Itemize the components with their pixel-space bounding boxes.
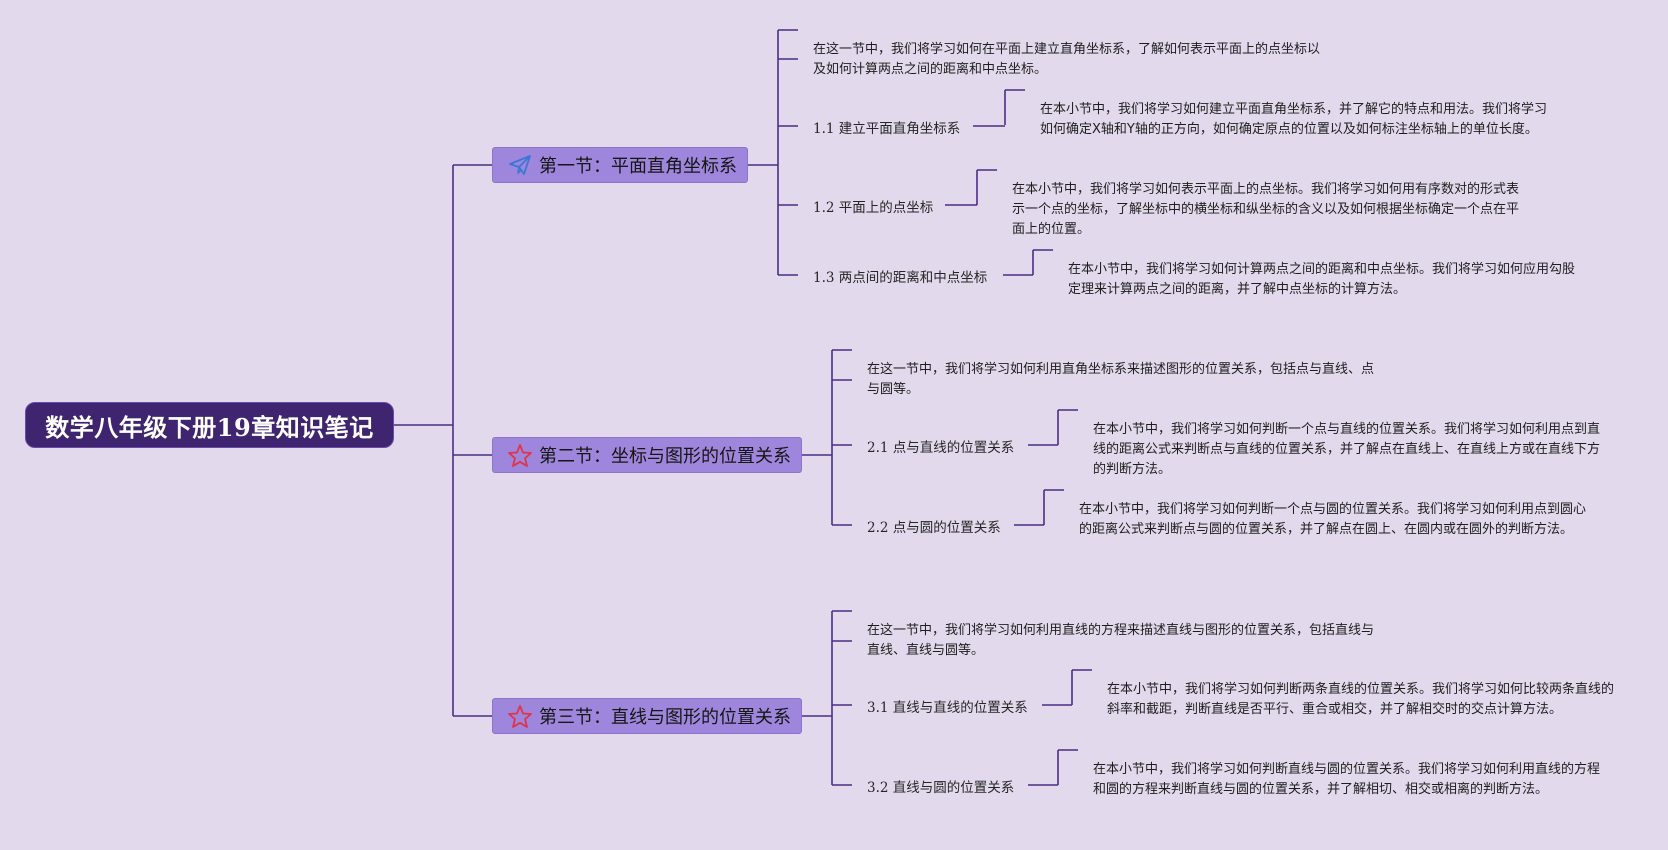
topic-label-1-3[interactable]: 1.3 两点间的距离和中点坐标: [813, 270, 988, 286]
connector-section2-branches: [802, 349, 852, 526]
section-node-3[interactable]: 第三节：直线与图形的位置关系: [492, 698, 802, 734]
topic-label-2-2[interactable]: 2.2 点与圆的位置关系: [867, 520, 1001, 536]
connector-topic-1-2: [945, 169, 997, 206]
connector-topic-1-3: [1003, 249, 1053, 276]
star-icon: [507, 704, 533, 728]
root-node[interactable]: 数学八年级下册19章知识笔记: [25, 402, 394, 448]
section-node-1[interactable]: 第一节：平面直角坐标系: [492, 147, 748, 183]
connector-section1-branches: [748, 29, 798, 276]
topic-label-1-2[interactable]: 1.2 平面上的点坐标: [813, 200, 934, 216]
topic-detail-1-3: 在本小节中，我们将学习如何计算两点之间的距离和中点坐标。我们将学习如何应用勾股定…: [1068, 262, 1576, 297]
section-title: 第三节：直线与图形的位置关系: [539, 707, 791, 728]
topic-label-3-2[interactable]: 3.2 直线与圆的位置关系: [867, 780, 1015, 796]
section-title: 第一节：平面直角坐标系: [539, 156, 737, 177]
topic-label-1-1[interactable]: 1.1 建立平面直角坐标系: [813, 121, 961, 137]
topic-detail-3-1: 在本小节中，我们将学习如何判断两条直线的位置关系。我们将学习如何比较两条直线的斜…: [1107, 682, 1615, 717]
connector-topic-1-1: [973, 89, 1025, 127]
root-title: 数学八年级下册19章知识笔记: [45, 412, 374, 442]
connector-root-to-sections: [394, 164, 492, 717]
connector-topic-3-1: [1042, 669, 1092, 706]
topic-detail-2-1: 在本小节中，我们将学习如何判断一个点与直线的位置关系。我们将学习如何利用点到直线…: [1093, 422, 1601, 477]
section-intro: 在这一节中，我们将学习如何在平面上建立直角坐标系，了解如何表示平面上的点坐标以及…: [813, 42, 1321, 77]
topic-detail-1-2: 在本小节中，我们将学习如何表示平面上的点坐标。我们将学习如何用有序数对的形式表示…: [1012, 182, 1520, 237]
connector-topic-3-2: [1028, 749, 1078, 786]
topic-detail-2-2: 在本小节中，我们将学习如何判断一个点与圆的位置关系。我们将学习如何利用点到圆心的…: [1079, 502, 1587, 537]
section-intro: 在这一节中，我们将学习如何利用直线的方程来描述直线与图形的位置关系，包括直线与直…: [867, 623, 1375, 658]
section-intro: 在这一节中，我们将学习如何利用直角坐标系来描述图形的位置关系，包括点与直线、点与…: [867, 362, 1375, 397]
topic-label-2-1[interactable]: 2.1 点与直线的位置关系: [867, 440, 1015, 456]
connector-topic-2-2: [1014, 489, 1064, 526]
topic-detail-1-1: 在本小节中，我们将学习如何建立平面直角坐标系，并了解它的特点和用法。我们将学习如…: [1040, 102, 1548, 137]
section-title: 第二节：坐标与图形的位置关系: [539, 446, 791, 467]
star-icon: [507, 443, 533, 467]
topic-label-3-1[interactable]: 3.1 直线与直线的位置关系: [867, 700, 1028, 716]
section-node-2[interactable]: 第二节：坐标与图形的位置关系: [492, 437, 802, 473]
connector-section3-branches: [802, 610, 852, 786]
paper-plane-icon: [507, 153, 533, 177]
topic-detail-3-2: 在本小节中，我们将学习如何判断直线与圆的位置关系。我们将学习如何利用直线的方程和…: [1093, 762, 1601, 797]
connector-topic-2-1: [1028, 409, 1078, 446]
